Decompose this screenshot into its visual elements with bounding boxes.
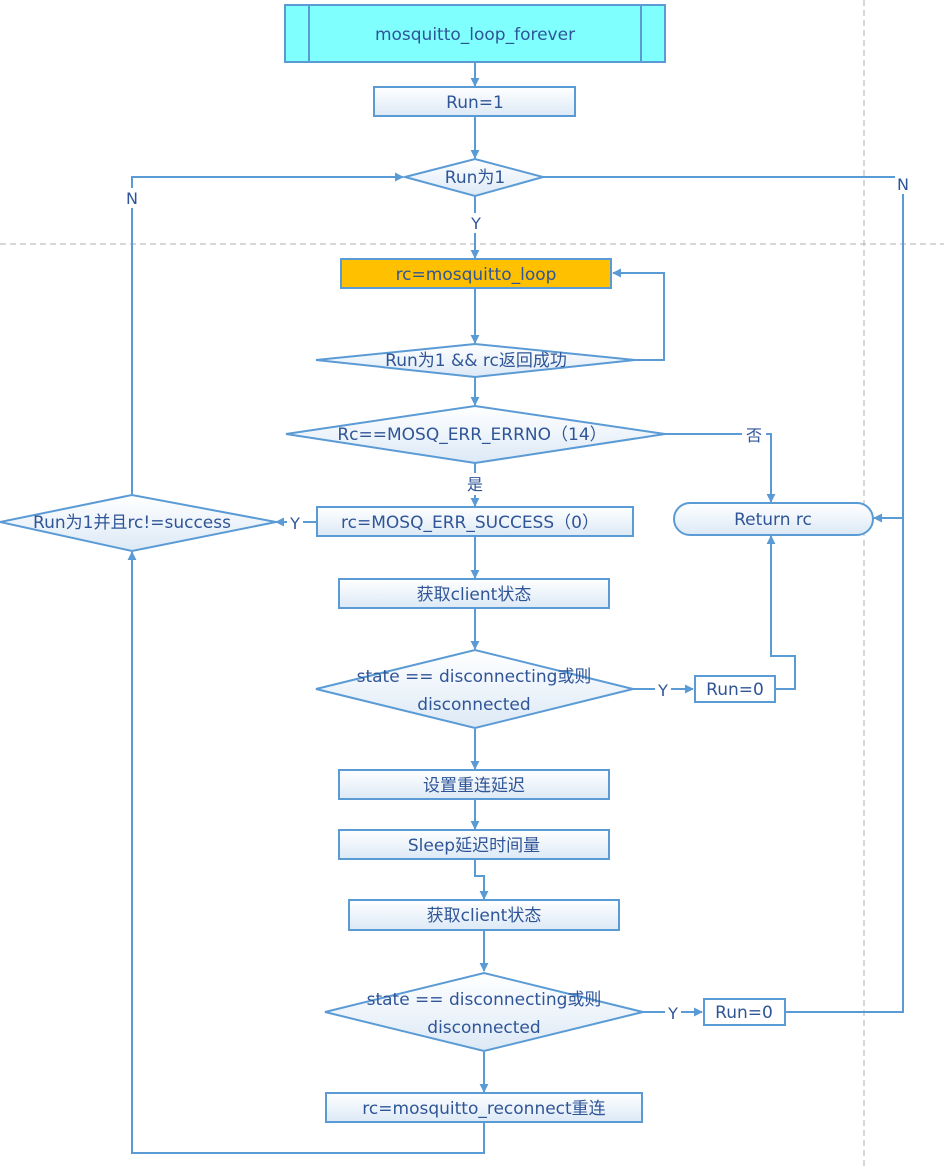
set-delay-label: 设置重连延迟 bbox=[423, 776, 525, 796]
state-check-2-line2: disconnected bbox=[427, 1018, 540, 1038]
edge-loop-check-back bbox=[612, 268, 665, 361]
label-state1-yes: Y bbox=[657, 681, 668, 700]
return-rc-label: Return rc bbox=[734, 510, 812, 530]
state-check-1-diamond: state == disconnecting或则 disconnected bbox=[315, 648, 634, 730]
get-state-1-label: 获取client状态 bbox=[417, 585, 532, 605]
label-state2-yes: Y bbox=[667, 1004, 678, 1023]
state-check-1-line2: disconnected bbox=[417, 695, 530, 715]
label-run-no-left: N bbox=[126, 189, 138, 208]
edge-errno-no-to-return bbox=[665, 433, 776, 503]
edge-sleep-to-state2 bbox=[474, 859, 489, 900]
loop-check-diamond: Run为1 && rc返回成功 bbox=[315, 342, 636, 379]
run-zero-2-label: Run=0 bbox=[715, 1003, 773, 1023]
return-rc-terminator: Return rc bbox=[673, 502, 874, 536]
start-node: mosquitto_loop_forever bbox=[284, 4, 666, 63]
edge-run0-to-return bbox=[766, 535, 796, 690]
set-success-label: rc=MOSQ_ERR_SUCCESS（0） bbox=[341, 513, 599, 533]
label-errno-no: 否 bbox=[746, 426, 762, 445]
state-check-2-line1: state == disconnecting或则 bbox=[367, 990, 602, 1010]
reconnect-box: rc=mosquitto_reconnect重连 bbox=[325, 1092, 643, 1123]
run-init-box: Run=1 bbox=[373, 86, 576, 117]
edge-run0b-to-run-check bbox=[786, 196, 904, 1013]
run-zero-1-box: Run=0 bbox=[694, 675, 776, 703]
loop-call-label: rc=mosquitto_loop bbox=[396, 265, 557, 285]
run-check-diamond: Run为1 bbox=[401, 157, 547, 198]
get-state-1-box: 获取client状态 bbox=[338, 578, 610, 609]
state-check-1-line1: state == disconnecting或则 bbox=[357, 667, 592, 687]
run-init-label: Run=1 bbox=[446, 93, 504, 113]
get-state-2-label: 获取client状态 bbox=[427, 906, 542, 926]
edge-retry-yes-to-run-check bbox=[131, 172, 404, 494]
run-zero-2-box: Run=0 bbox=[703, 998, 786, 1026]
reconnect-label: rc=mosquitto_reconnect重连 bbox=[362, 1099, 605, 1119]
run-check-label: Run为1 bbox=[445, 168, 505, 188]
label-run-yes: Y bbox=[470, 214, 481, 233]
errno-check-diamond: Rc==MOSQ_ERR_ERRNO（14） bbox=[285, 404, 666, 465]
edge-run-check-no-to-return bbox=[543, 176, 904, 523]
start-label: mosquitto_loop_forever bbox=[375, 25, 575, 45]
run-zero-1-label: Run=0 bbox=[706, 680, 764, 700]
label-run-no-right: N bbox=[897, 175, 909, 194]
set-delay-box: 设置重连延迟 bbox=[338, 769, 610, 800]
retry-check-label: Run为1并且rc!=success bbox=[33, 513, 231, 533]
state-check-2-diamond: state == disconnecting或则 disconnected bbox=[324, 971, 644, 1053]
loop-check-label: Run为1 && rc返回成功 bbox=[385, 351, 567, 371]
retry-check-diamond: Run为1并且rc!=success bbox=[0, 493, 277, 553]
label-errno-yes: 是 bbox=[467, 475, 483, 494]
get-state-2-box: 获取client状态 bbox=[348, 899, 620, 931]
set-success-box: rc=MOSQ_ERR_SUCCESS（0） bbox=[316, 506, 634, 537]
label-retry-yes: Y bbox=[289, 514, 300, 533]
loop-call-box: rc=mosquitto_loop bbox=[340, 258, 612, 289]
errno-check-label: Rc==MOSQ_ERR_ERRNO（14） bbox=[337, 425, 606, 445]
sleep-label: Sleep延迟时间量 bbox=[408, 836, 540, 856]
sleep-box: Sleep延迟时间量 bbox=[338, 829, 610, 860]
edge-reconnect-back-to-retry bbox=[127, 551, 485, 1154]
